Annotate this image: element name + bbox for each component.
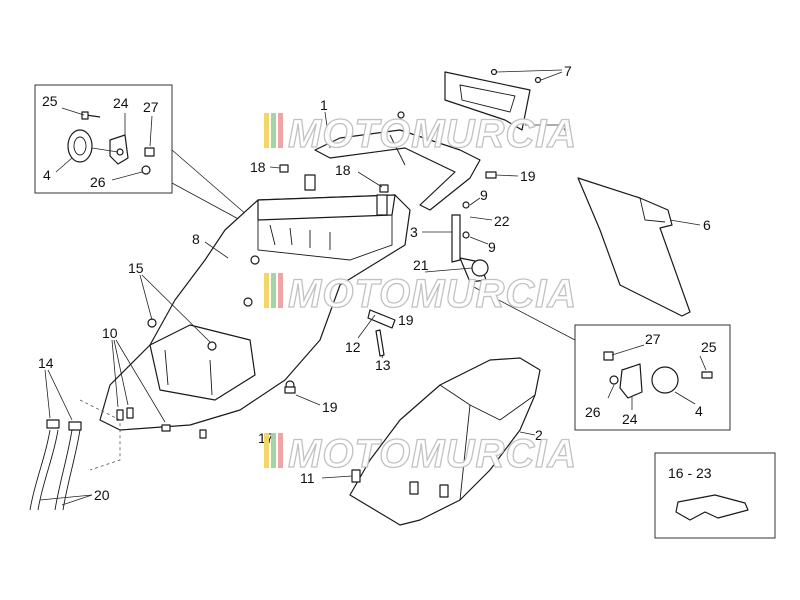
- callout-12: 12: [345, 339, 361, 355]
- mudflap: [577, 177, 691, 317]
- callout-19: 19: [322, 399, 338, 415]
- pins-10: 10: [102, 325, 207, 439]
- callout-4: 4: [695, 403, 703, 419]
- post: [304, 174, 316, 191]
- callout-26: 26: [585, 404, 601, 420]
- screw: [701, 371, 713, 379]
- nut: [609, 375, 619, 385]
- drain-hoses: 14 20: [29, 355, 121, 511]
- kit-box: 16 - 23: [654, 452, 776, 539]
- grommet-21: [471, 259, 489, 277]
- screws-18-19: 18 18 19: [250, 159, 536, 193]
- watermark-text: MOTOMURCIA: [288, 272, 577, 316]
- callout-1: 1: [320, 97, 328, 113]
- hose: [29, 429, 59, 511]
- callout-13: 13: [375, 357, 391, 373]
- reflector-lens: [651, 366, 679, 394]
- callout-22: 22: [494, 213, 510, 229]
- callout-6: 6: [703, 217, 711, 233]
- callout-18: 18: [335, 162, 351, 178]
- callout-19: 19: [398, 312, 414, 328]
- kit-label: 16 - 23: [668, 465, 712, 481]
- clip-icon: [675, 494, 749, 521]
- battery-box: [257, 194, 396, 221]
- callout-24: 24: [622, 411, 638, 427]
- callout-14: 14: [38, 355, 54, 371]
- screw-18: [279, 164, 289, 173]
- callout-15: 15: [128, 260, 144, 276]
- watermark-text: MOTOMURCIA: [288, 432, 577, 476]
- callout-19: 19: [520, 168, 536, 184]
- detail-box-left-frame: [34, 84, 173, 194]
- callout-10: 10: [102, 325, 118, 341]
- watermark: MOTOMURCIA: [264, 431, 577, 477]
- callout-9: 9: [480, 187, 488, 203]
- reflector-bracket: [619, 363, 643, 399]
- detail-box-left: 25 24 27 4 26: [34, 84, 256, 229]
- detail-box-right: 27 25 26 24 4: [574, 324, 731, 431]
- nut: [603, 351, 614, 361]
- callout-4: 4: [43, 167, 51, 183]
- bolt-13: [375, 329, 385, 357]
- tool-compartment: [149, 324, 256, 401]
- callout-21: 21: [413, 257, 429, 273]
- screw-18: [379, 184, 389, 193]
- reflector-lens: [67, 129, 93, 163]
- nut: [141, 165, 151, 175]
- screw-19-lower: 19: [284, 386, 338, 415]
- grommets-15: 15: [128, 260, 217, 351]
- callout-2: 2: [535, 427, 543, 443]
- license-plate-holder: 7 5 1: [314, 63, 572, 211]
- plate-support-bracket: [314, 129, 481, 211]
- callout-27: 27: [645, 331, 661, 347]
- watermark-text: MOTOMURCIA: [288, 112, 577, 156]
- callout-9: 9: [488, 239, 496, 255]
- hose: [54, 429, 81, 511]
- watermark: MOTOMURCIA: [264, 111, 577, 157]
- grommet: [207, 341, 217, 351]
- screw-19: [485, 171, 497, 179]
- callout-5: 5: [563, 118, 571, 134]
- callout-18: 18: [250, 159, 266, 175]
- grommet: [147, 318, 157, 328]
- callout-25: 25: [42, 93, 58, 109]
- small-parts-mid: 12 13 19 21: [345, 257, 576, 373]
- stay-rod: [451, 214, 461, 263]
- watermark: MOTOMURCIA: [264, 271, 577, 317]
- callout-7: 7: [564, 63, 572, 79]
- callout-20: 20: [94, 487, 110, 503]
- callout-25: 25: [701, 339, 717, 355]
- callout-26: 26: [90, 174, 106, 190]
- callout-27: 27: [143, 99, 159, 115]
- nut: [144, 147, 155, 157]
- rear-fender: 2 11 17: [258, 357, 543, 526]
- callout-3: 3: [410, 224, 418, 240]
- callout-8: 8: [192, 231, 200, 247]
- rear-hugger-flap: 6: [577, 177, 711, 317]
- fender-body: [349, 357, 541, 526]
- callout-11: 11: [300, 470, 315, 486]
- post: [376, 194, 388, 216]
- callout-24: 24: [113, 95, 129, 111]
- undertray: 8: [99, 174, 411, 431]
